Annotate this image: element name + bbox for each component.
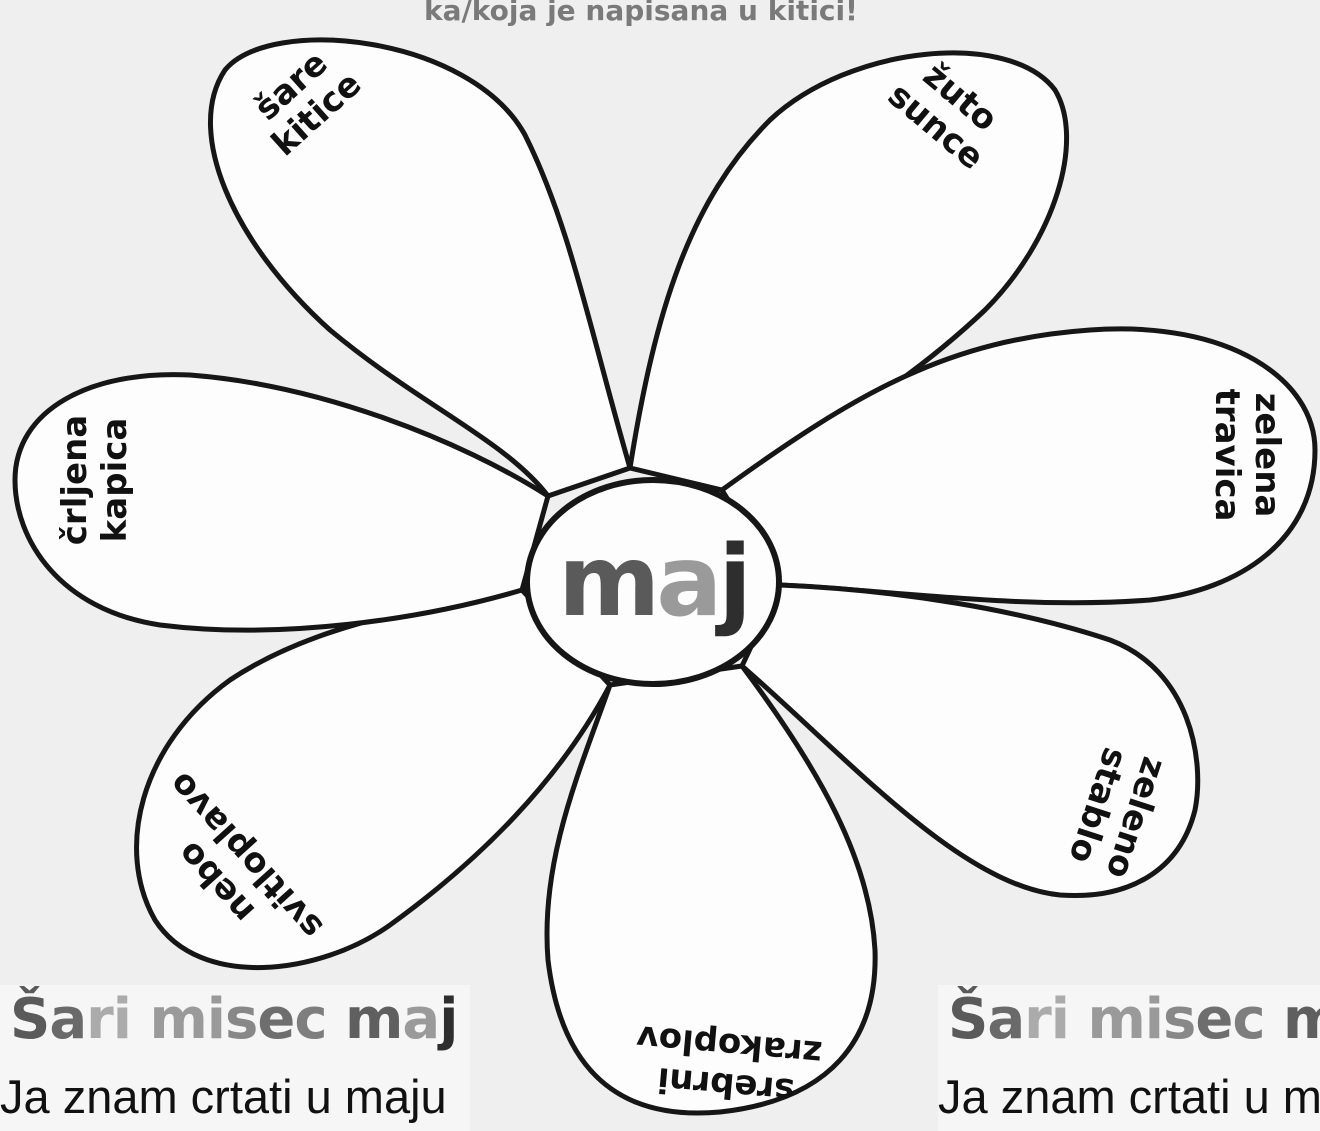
card-subtitle: Ja znam crtati u maju xyxy=(0,1070,447,1123)
petal-top-left xyxy=(208,37,633,499)
petal-left xyxy=(12,372,551,633)
petal-label-crljena: črljena xyxy=(55,415,95,545)
title-part: a xyxy=(49,987,87,1052)
instruction-text: ka/koja je napisana u kitici! xyxy=(424,0,858,27)
petal-right xyxy=(719,326,1318,606)
petal-label-kapica: kapica xyxy=(95,418,135,543)
title-part: Š xyxy=(948,987,988,1052)
title-part: ri xyxy=(86,987,150,1052)
center-letter: j xyxy=(718,525,752,639)
card-title: Šari misec maj xyxy=(10,987,458,1052)
title-part: ri xyxy=(1024,987,1088,1052)
title-part: mi xyxy=(149,987,226,1052)
title-part: Š xyxy=(10,987,50,1052)
title-part: m xyxy=(1283,987,1320,1052)
caption-card-left: Šari misec maj Ja znam crtati u maju xyxy=(0,985,470,1131)
center-letter: a xyxy=(656,525,722,639)
petal-lower-right xyxy=(739,582,1201,899)
petal-label-zelena: zelena xyxy=(1247,393,1287,518)
title-part: e xyxy=(257,987,295,1052)
title-part: a xyxy=(402,987,440,1052)
center-word: maj xyxy=(533,515,773,650)
title-part: s xyxy=(225,987,258,1052)
title-part: mi xyxy=(1087,987,1164,1052)
card-title: Šari misec m xyxy=(948,987,1320,1052)
title-part: s xyxy=(1163,987,1196,1052)
petal-label-travica: travica xyxy=(1207,389,1247,522)
title-part: c xyxy=(1232,987,1284,1052)
center-letter: m xyxy=(558,525,660,639)
title-part: a xyxy=(987,987,1025,1052)
title-part: m xyxy=(345,987,403,1052)
title-part: c xyxy=(294,987,346,1052)
title-part: e xyxy=(1195,987,1233,1052)
title-part: j xyxy=(439,987,458,1052)
caption-card-right: Šari misec m Ja znam crtati u m xyxy=(938,985,1320,1131)
flower-center xyxy=(524,477,782,687)
card-subtitle: Ja znam crtati u m xyxy=(938,1070,1320,1123)
petal-lower-left xyxy=(134,587,613,970)
petal-bottom xyxy=(544,663,878,1116)
